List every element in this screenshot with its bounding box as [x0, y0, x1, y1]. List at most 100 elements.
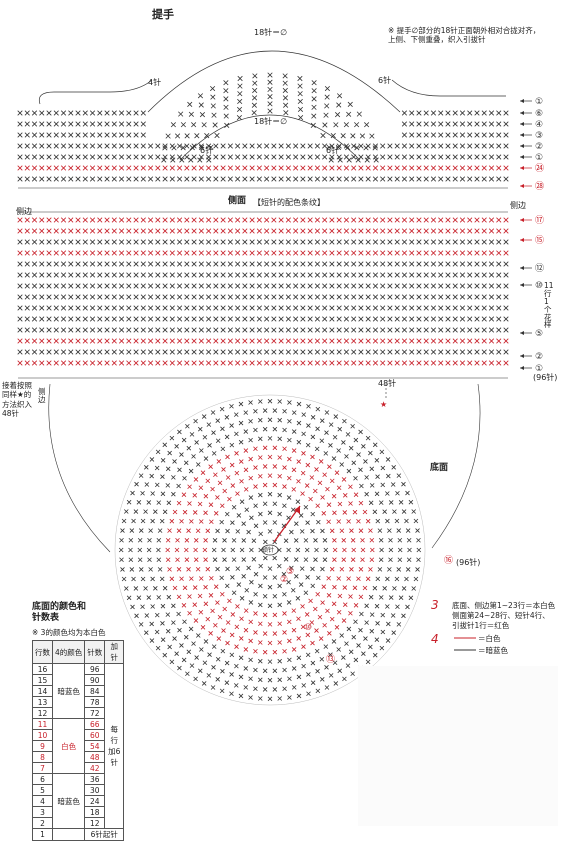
side-stitch [214, 251, 219, 256]
bottom-stitch [273, 556, 277, 560]
bottom-stitch [353, 476, 357, 480]
bottom-stitch [268, 567, 272, 571]
side-stitch [424, 328, 429, 333]
bottom-stitch [406, 529, 410, 533]
side-stitch [388, 251, 393, 256]
side-stitch [243, 284, 248, 289]
side-stitch [489, 229, 494, 234]
bottom-stitch [353, 586, 357, 590]
bottom-stitch [366, 519, 370, 523]
side-stitch [409, 350, 414, 355]
bottom-stitch [212, 431, 216, 435]
handle-stitch [224, 105, 229, 110]
side-stitch [453, 240, 458, 245]
side-stitch [105, 328, 110, 333]
side-stitch [402, 295, 407, 300]
bottom-stitch [249, 516, 253, 520]
side-stitch [395, 218, 400, 223]
bottom-stitch [177, 430, 181, 434]
bottom-stitch [301, 492, 305, 496]
bottom-stitch [166, 629, 170, 633]
side-stitch [301, 240, 306, 245]
side-stitch [250, 361, 255, 366]
side-stitch [170, 144, 175, 149]
side-stitch [127, 306, 132, 311]
legend-blue-label: ＝暗蓝色 [478, 646, 508, 655]
side-stitch [243, 328, 248, 333]
bottom-stitch [360, 558, 364, 562]
side-stitch [32, 350, 37, 355]
side-stitch [293, 295, 298, 300]
side-stitch [301, 284, 306, 289]
side-stitch [83, 166, 88, 171]
bottom-stitch [278, 622, 282, 626]
side-stitch [366, 306, 371, 311]
bottom-stitch [294, 538, 298, 542]
bottom-stitch [204, 457, 208, 461]
bottom-stitch [185, 424, 189, 428]
bottom-stitch [376, 621, 380, 625]
bottom-stitch [252, 539, 256, 543]
handle-bottom-left-count: 6针 [200, 146, 213, 156]
bottom-stitch [381, 613, 385, 617]
header-rows: 行数 [33, 641, 53, 664]
bottom-stitch [375, 458, 379, 462]
bottom-stitch [369, 501, 373, 505]
side-stitch [417, 122, 422, 127]
side-stitch [446, 306, 451, 311]
handle-stitch [364, 122, 369, 127]
side-stitch [83, 284, 88, 289]
bottom-stitch [324, 451, 328, 455]
side-stitch [68, 229, 73, 234]
side-stitch [344, 262, 349, 267]
bottom-stitch [315, 467, 319, 471]
side-stitch [25, 122, 30, 127]
side-stitch [243, 251, 248, 256]
side-stitch [90, 361, 95, 366]
side-stitch [119, 229, 124, 234]
side-stitch [105, 155, 110, 160]
bottom-stitch [249, 658, 253, 662]
side-stitch [482, 177, 487, 182]
row-number: ① [535, 153, 543, 163]
side-stitch [264, 155, 269, 160]
side-stitch [32, 166, 37, 171]
side-stitch [496, 306, 501, 311]
side-stitch [76, 177, 81, 182]
side-stitch [134, 251, 139, 256]
bottom-stitch [319, 637, 323, 641]
side-stitch [134, 328, 139, 333]
bottom-stitch [151, 519, 155, 523]
side-stitch [402, 218, 407, 223]
bottom-stitch [386, 457, 390, 461]
side-stitch [446, 284, 451, 289]
side-stitch [163, 361, 168, 366]
bottom-stitch [259, 564, 263, 568]
bottom-stitch [273, 687, 277, 691]
side-stitch [293, 166, 298, 171]
side-stitch [344, 284, 349, 289]
side-stitch [68, 177, 73, 182]
side-stitch [97, 111, 102, 116]
bottom-stitch [239, 694, 243, 698]
side-stitch [417, 361, 422, 366]
side-stitch [315, 218, 320, 223]
side-stitch [32, 306, 37, 311]
side-stitch [286, 295, 291, 300]
bottom-stitch [199, 486, 203, 490]
bottom-stitch [220, 427, 224, 431]
side-stitch [235, 273, 240, 278]
bottom-stitch [218, 615, 222, 619]
side-stitch [39, 317, 44, 322]
side-stitch [39, 122, 44, 127]
side-stitch [83, 155, 88, 160]
bottom-stitch [324, 548, 328, 552]
side-stitch [344, 328, 349, 333]
side-stitch [250, 177, 255, 182]
bottom-stitch [305, 484, 309, 488]
bottom-stitch [398, 548, 402, 552]
attach-note: 接着按照 同样★的 方法织入 48针 [2, 381, 38, 419]
bottom-stitch [240, 617, 244, 621]
bottom-stitch [340, 567, 344, 571]
